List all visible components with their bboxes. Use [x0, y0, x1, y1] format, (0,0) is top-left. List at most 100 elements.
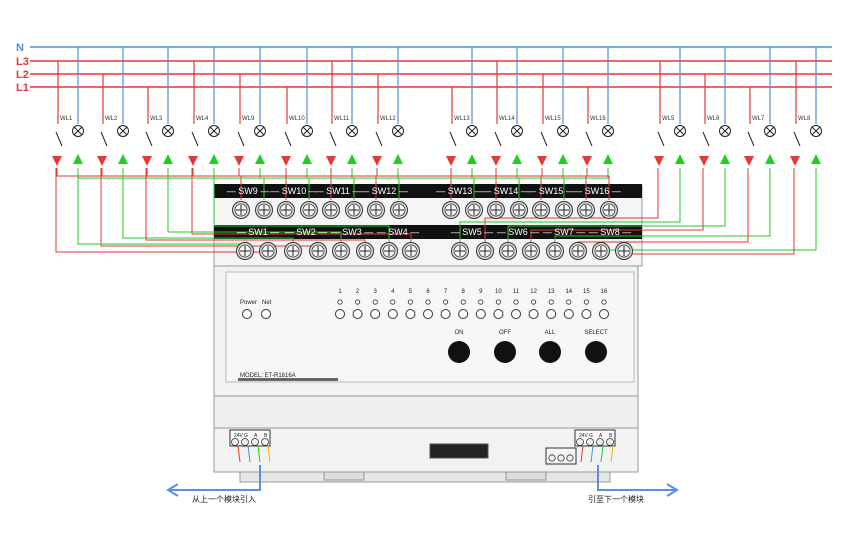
left-arrow [170, 465, 261, 491]
red-arrow [97, 156, 107, 166]
terminal-screw [300, 201, 318, 219]
model-label: MODEL: ET-R1616A [240, 373, 296, 379]
terminal-strip-top [214, 184, 642, 198]
red-arrow [654, 156, 664, 166]
terminal-screw [532, 201, 550, 219]
switch-contact [747, 131, 755, 147]
lamp-icon [208, 125, 220, 137]
bus-terminal-label: B [264, 433, 268, 439]
channel-number: 16 [601, 289, 608, 295]
channel-led [566, 299, 572, 305]
channel-button [370, 309, 381, 319]
channel-number: 7 [444, 289, 448, 295]
power-label: Power [240, 300, 257, 306]
terminal-screw [451, 242, 469, 260]
channel-button [493, 309, 504, 319]
channel-led [372, 299, 378, 305]
channel-led [425, 299, 431, 305]
terminal-screw [259, 242, 277, 260]
lamp-icon [301, 125, 313, 137]
red-arrow [188, 156, 198, 166]
channel-number: 10 [495, 289, 502, 295]
channel-button [405, 309, 416, 319]
channel-led [390, 299, 396, 305]
on-button [448, 341, 470, 363]
switch-contact [585, 131, 593, 147]
terminal-screw [487, 201, 505, 219]
terminal-screw [356, 242, 374, 260]
terminal-screw [442, 201, 460, 219]
green-arrow [73, 154, 83, 164]
bus-terminal [606, 438, 614, 446]
terminal-screw [555, 201, 573, 219]
terminal-screw [322, 201, 340, 219]
switch-label-sw9: — SW9 — [227, 186, 270, 196]
channel-led [530, 299, 537, 305]
aux-screw [548, 454, 556, 462]
channel-number: 1 [338, 289, 342, 295]
switch-contact [793, 131, 801, 147]
green-arrow [118, 154, 128, 164]
green-wire [459, 168, 681, 244]
bus-terminal [596, 438, 604, 446]
channel-number: 3 [374, 289, 378, 295]
red-arrow [790, 156, 800, 166]
green-arrow [720, 154, 730, 164]
bus-label-l3: L3 [16, 56, 29, 68]
terminal-screw [600, 201, 618, 219]
channel-led [407, 299, 413, 305]
lamp-icon [810, 125, 822, 137]
switch-label-sw12: — SW12 — [360, 186, 408, 196]
green-wire [507, 168, 726, 244]
terminal-screws [232, 201, 633, 260]
lamp-label: WL7 [752, 116, 765, 122]
switch-label-sw11: — SW11 — [315, 186, 362, 196]
lamp-label: WL3 [150, 116, 163, 122]
terminal-screw [255, 201, 273, 219]
lamp-icon [511, 125, 523, 137]
lamp-icon [674, 125, 686, 137]
button-label-select: SELECT [584, 330, 608, 336]
power-led [242, 309, 252, 319]
channel-number: 15 [583, 289, 590, 295]
red-wire [530, 168, 704, 244]
channel-number: 11 [513, 289, 520, 295]
switch-contact [657, 131, 665, 147]
red-arrow [142, 156, 152, 166]
red-arrow [699, 156, 709, 166]
left-arrow-caption: 从上一个模块引入 [192, 494, 256, 504]
all-button [539, 341, 561, 363]
bus-terminal [251, 438, 259, 446]
switch-label-sw3: — SW3 — [331, 227, 374, 237]
channel-number: 14 [565, 289, 572, 295]
bus-terminal [576, 438, 584, 446]
channel-number: 4 [391, 289, 395, 295]
switch-contact [145, 131, 153, 147]
bus-label-n: N [16, 42, 24, 54]
red-arrow [52, 156, 62, 166]
red-wire [623, 168, 795, 255]
green-arrow [209, 154, 219, 164]
switch-contact [375, 131, 383, 147]
channel-number: 6 [426, 289, 430, 295]
button-label-all: ALL [545, 330, 556, 336]
terminal-screw [284, 242, 302, 260]
lamp-label: WL11 [334, 116, 350, 122]
red-arrow [372, 156, 382, 166]
channel-button [440, 309, 451, 319]
red-arrow [326, 156, 336, 166]
bus-wire [610, 445, 614, 463]
right-arrow-caption: 引至下一个模块 [588, 494, 644, 504]
channel-button [581, 309, 592, 319]
red-wire [586, 168, 610, 200]
red-arrow [582, 156, 592, 166]
switch-label-sw4: — SW4 — [377, 227, 420, 237]
bus-terminal-label: 24V [234, 433, 244, 439]
terminal-screw [510, 201, 528, 219]
red-arrow [281, 156, 291, 166]
lamp-label: WL16 [590, 116, 606, 122]
green-arrow [347, 154, 357, 164]
